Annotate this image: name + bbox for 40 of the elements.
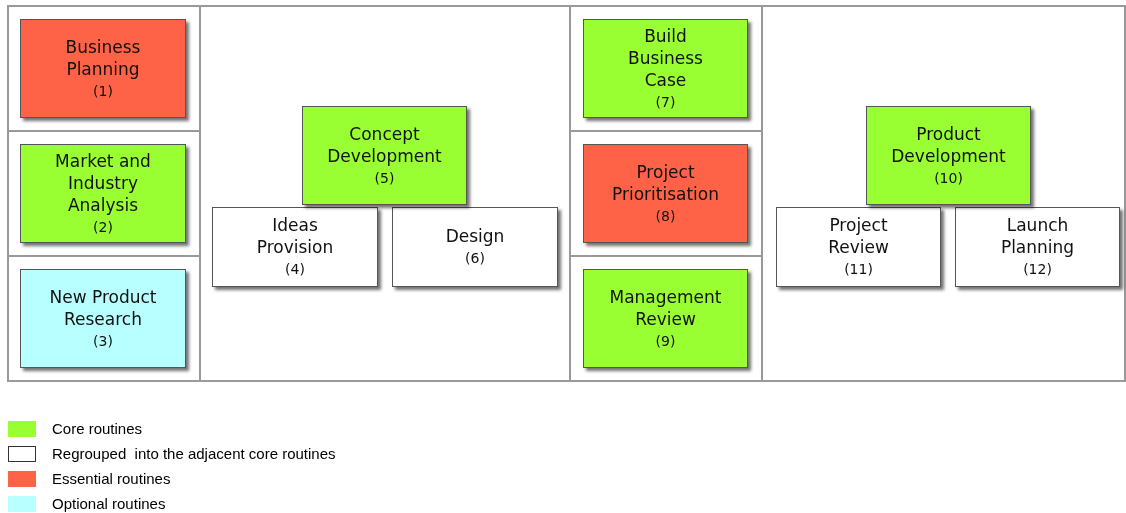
routine-box bbox=[583, 19, 748, 118]
routine-number: (7) bbox=[655, 92, 676, 112]
routine-number: (11) bbox=[844, 260, 873, 279]
routine-name: Design bbox=[444, 225, 506, 247]
routine-number: (6) bbox=[465, 249, 485, 268]
routine-number: (12) bbox=[1023, 260, 1052, 279]
routine-number: (8) bbox=[655, 206, 676, 226]
routine-box bbox=[776, 207, 941, 287]
routine-name: Concept Development bbox=[326, 122, 443, 167]
routine-name: Management Review bbox=[608, 285, 723, 330]
routine-box bbox=[955, 207, 1120, 287]
routine-number: (2) bbox=[93, 217, 113, 237]
routine-name: Launch Planning bbox=[999, 214, 1076, 258]
routine-name: New Product Research bbox=[48, 285, 158, 330]
routine-name: Build Business Case bbox=[627, 24, 704, 91]
legend-text: Regrouped into the adjacent core routines bbox=[52, 445, 336, 462]
routine-name: Project Prioritisation bbox=[611, 160, 720, 205]
routine-name: Business Planning bbox=[64, 35, 142, 80]
routine-name: Product Development bbox=[890, 122, 1007, 167]
routine-number: (1) bbox=[93, 81, 113, 101]
routine-box bbox=[583, 144, 748, 243]
routine-name: Project Review bbox=[827, 214, 890, 258]
legend-text: Essential routines bbox=[52, 470, 171, 487]
routine-number: (5) bbox=[374, 168, 395, 188]
routine-box bbox=[583, 269, 748, 368]
routine-name: Ideas Provision bbox=[255, 214, 335, 258]
legend-text: Core routines bbox=[52, 420, 143, 437]
routine-box bbox=[392, 207, 558, 287]
routine-number: (10) bbox=[934, 168, 963, 188]
routine-box bbox=[866, 106, 1031, 205]
routine-name: Market and Industry Analysis bbox=[54, 149, 152, 216]
routine-number: (4) bbox=[285, 260, 305, 279]
routine-box bbox=[212, 207, 378, 287]
routine-number: (3) bbox=[93, 331, 113, 351]
routine-number: (9) bbox=[655, 331, 676, 351]
routine-box bbox=[20, 144, 186, 243]
routine-box bbox=[302, 106, 467, 205]
routine-box bbox=[20, 269, 186, 368]
routine-box bbox=[20, 19, 186, 118]
legend-text: Optional routines bbox=[52, 495, 166, 512]
